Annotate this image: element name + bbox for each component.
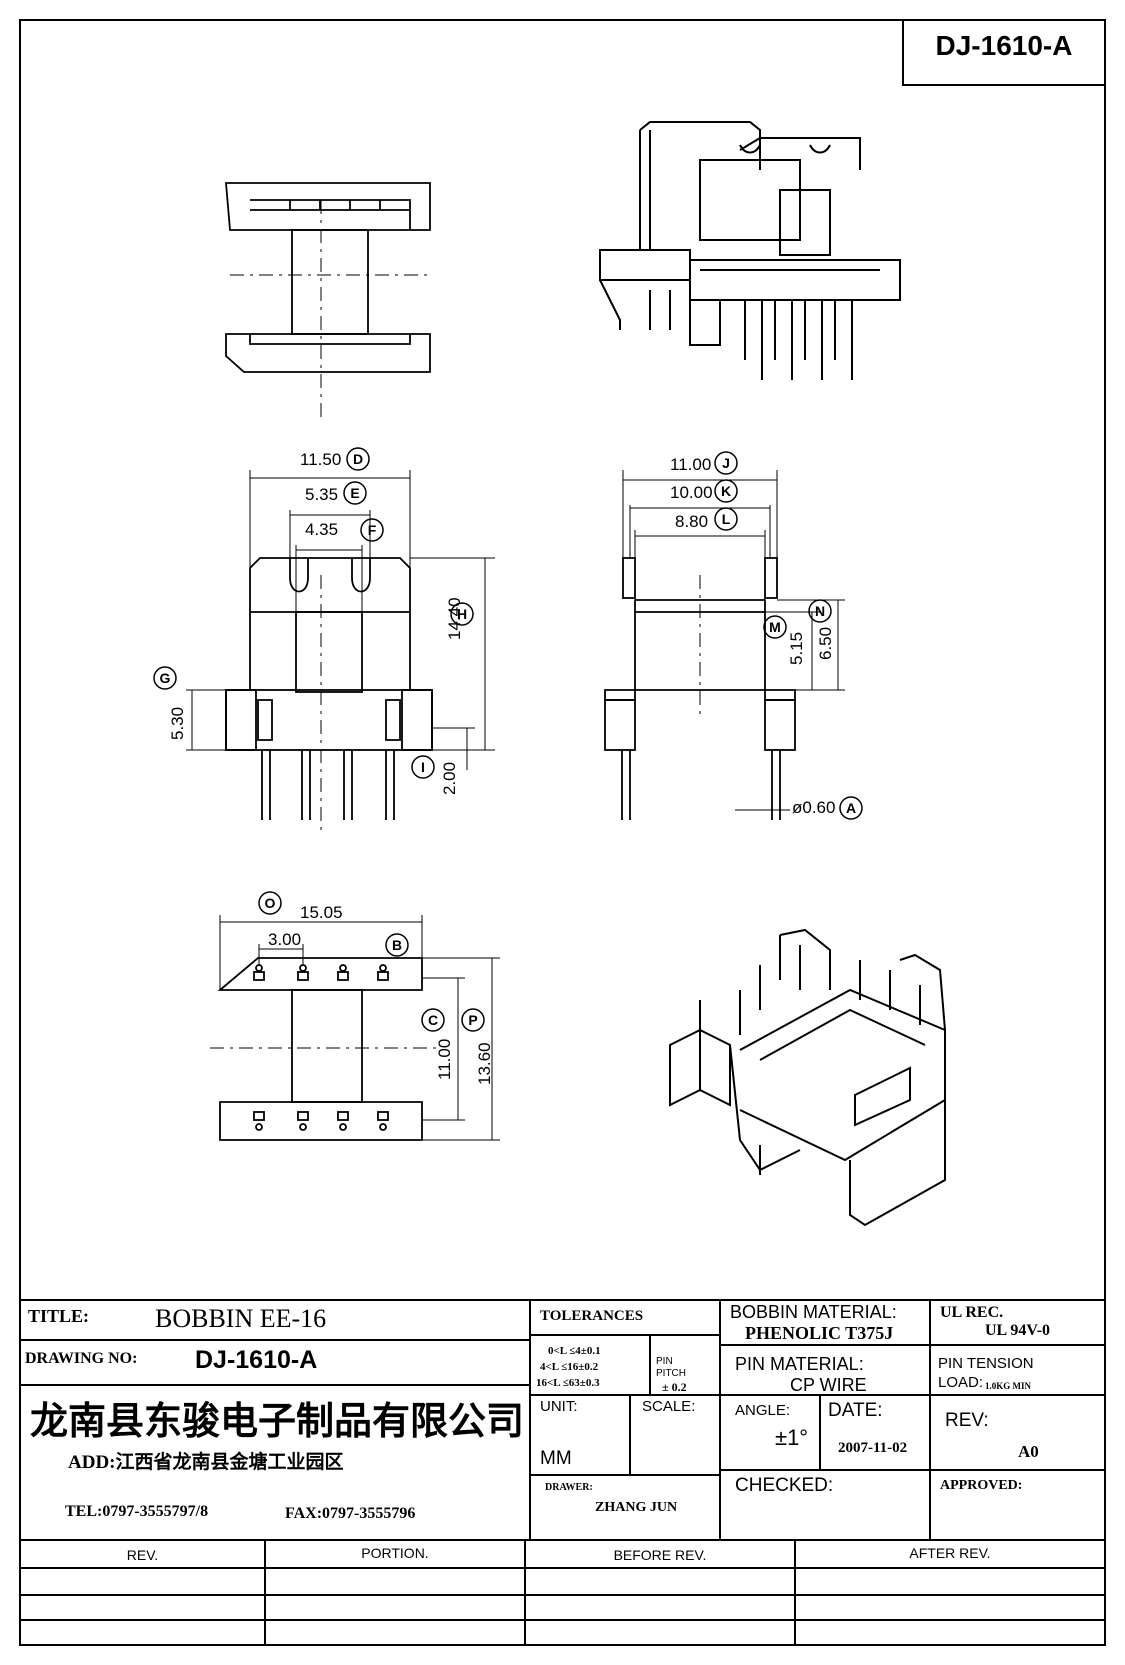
drawer-value: ZHANG JUN	[595, 1500, 678, 1515]
title-label: TITLE:	[28, 1306, 90, 1326]
top-view	[225, 182, 431, 420]
callout-label-N: N	[815, 603, 825, 619]
callout-K	[714, 479, 738, 503]
load-value: 1.0KG MIN	[985, 1381, 1031, 1391]
title-block-grid	[20, 1299, 1105, 1645]
angle-label: ANGLE:	[735, 1402, 791, 1419]
tol-line-3: 16<L ≤63±0.3	[536, 1377, 600, 1389]
checked-label: CHECKED:	[735, 1475, 834, 1496]
callout-E	[343, 481, 367, 505]
dim-O: 15.05	[300, 903, 343, 922]
approved-label: APPROVED:	[940, 1478, 1023, 1493]
dim-K: 10.00	[670, 483, 713, 502]
date-label: DATE:	[828, 1400, 883, 1421]
callout-O	[258, 891, 282, 915]
ul-value: UL 94V-0	[985, 1322, 1051, 1339]
dim-A: ø0.60	[792, 798, 836, 817]
date-value: 2007-11-02	[838, 1440, 908, 1456]
iso-view-bottom	[669, 928, 946, 1227]
drawing-code: DJ-1610-A	[935, 30, 1073, 61]
tol-line-2: 4<L ≤16±0.2	[540, 1361, 599, 1373]
callout-L	[714, 507, 738, 531]
drawing-no-value: DJ-1610-A	[195, 1346, 318, 1374]
callout-label-A: A	[846, 800, 856, 816]
callout-H	[450, 602, 474, 626]
rev-header-rev: REV.	[126, 1547, 159, 1563]
angle-value: ±1°	[775, 1425, 809, 1450]
company-tel: TEL:0797-3555797/8	[65, 1503, 209, 1520]
dim-D: 11.50	[300, 450, 342, 469]
bobbin-material-value: PHENOLIC T375J	[745, 1323, 894, 1343]
callout-B	[385, 933, 409, 957]
pin-pitch-value: ± 0.2	[662, 1380, 687, 1394]
bottom-view	[210, 957, 440, 1141]
front-view	[225, 557, 433, 830]
callout-M	[763, 615, 787, 639]
dim-B: 3.00	[268, 930, 302, 949]
pin-tension-label: PIN TENSION	[938, 1355, 1034, 1372]
unit-label: UNIT:	[540, 1398, 578, 1415]
title-value: BOBBIN EE-16	[155, 1304, 327, 1333]
callout-label-M: M	[769, 619, 781, 635]
dim-E: 5.35	[305, 485, 339, 504]
callout-label-H: H	[457, 606, 467, 622]
rev-header-portion: PORTION.	[361, 1545, 429, 1561]
scale-label: SCALE:	[642, 1398, 696, 1415]
rev-header-after: AFTER REV.	[909, 1545, 991, 1561]
callout-label-I: I	[421, 759, 425, 775]
dim-F: 4.35	[305, 520, 339, 539]
rev-value: A0	[1018, 1442, 1039, 1461]
callout-label-J: J	[722, 455, 730, 471]
callout-F	[360, 518, 384, 542]
callout-label-O: O	[265, 895, 276, 911]
callout-label-K: K	[721, 483, 731, 499]
bobbin-material-label: BOBBIN MATERIAL:	[730, 1302, 897, 1322]
callout-N	[808, 599, 832, 623]
callout-label-L: L	[722, 511, 731, 527]
company-fax: FAX:0797-3555796	[285, 1505, 416, 1522]
dim-L: 8.80	[675, 512, 709, 531]
callout-A	[839, 796, 863, 820]
pin-material-value: CP WIRE	[790, 1375, 867, 1395]
load-label: LOAD:	[938, 1374, 984, 1391]
rev-header-before: BEFORE REV.	[613, 1547, 707, 1563]
side-view	[604, 557, 796, 820]
callout-G	[153, 666, 177, 690]
side-view-dims	[622, 470, 845, 811]
callout-D	[346, 447, 370, 471]
callout-label-C: C	[428, 1012, 438, 1028]
callout-P	[461, 1008, 485, 1032]
rev-label: REV:	[945, 1410, 989, 1431]
bottom-view-dims	[219, 915, 500, 1141]
company-address: ADD:江西省龙南县金塘工业园区	[68, 1452, 344, 1473]
iso-view-top	[599, 121, 901, 380]
callout-label-P: P	[468, 1012, 477, 1028]
callout-label-B: B	[392, 937, 402, 953]
tol-line-1: 0<L ≤4±0.1	[548, 1345, 601, 1357]
callout-C	[421, 1008, 445, 1032]
callout-label-G: G	[160, 670, 171, 686]
callout-I	[411, 755, 435, 779]
callout-J	[714, 451, 738, 475]
tolerances-label: TOLERANCES	[540, 1308, 644, 1324]
ul-label: UL REC.	[940, 1304, 1004, 1321]
dim-J: 11.00	[670, 455, 712, 474]
drawing-no-label: DRAWING NO:	[25, 1350, 138, 1367]
pin-material-label: PIN MATERIAL:	[735, 1354, 864, 1374]
unit-value: MM	[540, 1448, 572, 1469]
company-name: 龙南县东骏电子制品有限公司	[30, 1401, 525, 1443]
pin-pitch-label: PIN PITCH	[656, 1356, 686, 1379]
callout-label-D: D	[353, 451, 363, 467]
callout-label-F: F	[368, 522, 377, 538]
callout-label-E: E	[350, 485, 359, 501]
front-view-dims	[186, 470, 495, 770]
drawer-label: DRAWER:	[545, 1482, 593, 1493]
